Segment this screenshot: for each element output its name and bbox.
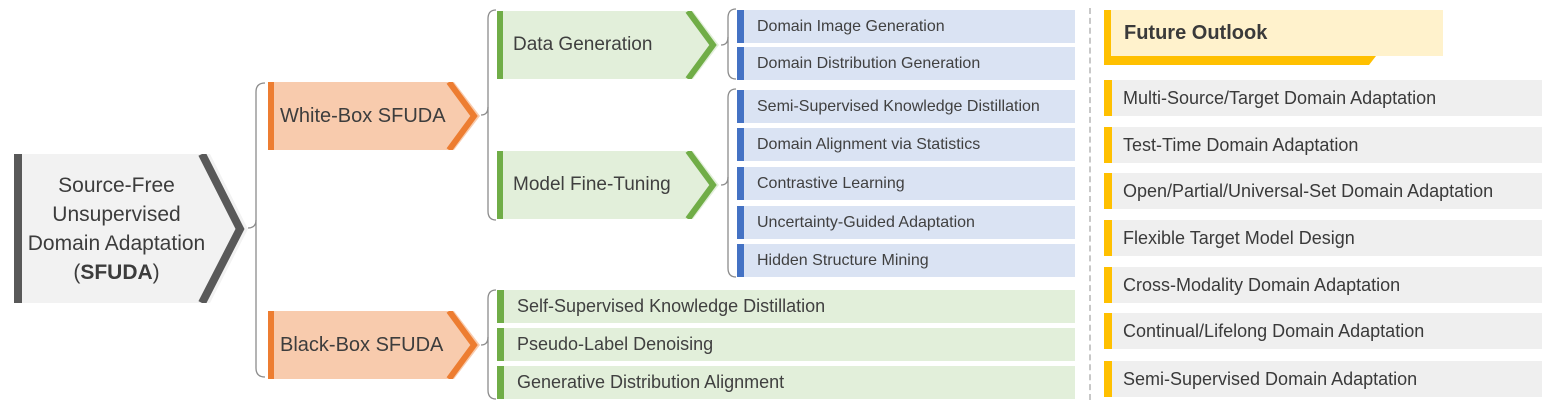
root-node-sfuda: Source-Free Unsupervised Domain Adaptati… xyxy=(14,154,248,303)
leaf-domain-image-generation: Domain Image Generation xyxy=(737,10,1075,43)
leaf-uncertainty-guided-adaptation: Uncertainty-Guided Adaptation xyxy=(737,206,1075,239)
future-outlook-header-underline xyxy=(1104,56,1376,65)
future-outlook-title: Future Outlook xyxy=(1124,21,1268,44)
future-item-multi-source-target: Multi-Source/Target Domain Adaptation xyxy=(1104,80,1542,116)
root-paren-open: ( xyxy=(73,260,81,284)
white-box-sfuda-node: White-Box SFUDA xyxy=(268,82,480,150)
root-line-1: Source-Free xyxy=(58,173,175,197)
future-outlook-header-bg xyxy=(1104,10,1443,56)
leaf-contrastive-learning: Contrastive Learning xyxy=(737,167,1075,200)
data-generation-node: Data Generation xyxy=(497,11,719,79)
future-item-test-time: Test-Time Domain Adaptation xyxy=(1104,127,1542,163)
data-generation-chevron-shape xyxy=(497,11,719,79)
leaf-domain-distribution-generation: Domain Distribution Generation xyxy=(737,47,1075,80)
leaf-pseudo-label-denoising: Pseudo-Label Denoising xyxy=(497,328,1075,361)
white-box-sfuda-label: White-Box SFUDA xyxy=(280,104,446,127)
future-outlook-header-bar xyxy=(1104,10,1111,65)
future-item-semi-supervised: Semi-Supervised Domain Adaptation xyxy=(1104,361,1542,397)
root-acronym: SFUDA xyxy=(80,260,153,284)
leaf-semi-supervised-knowledge-distillation: Semi-Supervised Knowledge Distillation xyxy=(737,90,1075,123)
black-box-sfuda-label: Black-Box SFUDA xyxy=(280,333,444,356)
leaf-self-supervised-knowledge-distillation: Self-Supervised Knowledge Distillation xyxy=(497,290,1075,323)
future-item-continual-lifelong: Continual/Lifelong Domain Adaptation xyxy=(1104,313,1542,349)
model-fine-tuning-node: Model Fine-Tuning xyxy=(497,151,719,219)
root-line-4: (SFUDA) xyxy=(73,258,159,287)
leaf-hidden-structure-mining: Hidden Structure Mining xyxy=(737,244,1075,277)
future-item-flexible-target-model: Flexible Target Model Design xyxy=(1104,220,1542,256)
future-item-open-partial-universal: Open/Partial/Universal-Set Domain Adapta… xyxy=(1104,173,1542,209)
leaf-generative-distribution-alignment: Generative Distribution Alignment xyxy=(497,366,1075,399)
future-outlook-header: Future Outlook xyxy=(1104,10,1443,65)
model-fine-tuning-chevron-shape xyxy=(497,151,719,219)
white-box-chevron-shape xyxy=(268,82,480,150)
black-box-chevron-shape xyxy=(268,311,480,379)
data-generation-label: Data Generation xyxy=(513,34,653,55)
future-item-cross-modality: Cross-Modality Domain Adaptation xyxy=(1104,267,1542,303)
root-paren-close: ) xyxy=(152,260,160,284)
root-line-3: Domain Adaptation xyxy=(27,231,206,255)
leaf-domain-alignment-via-statistics: Domain Alignment via Statistics xyxy=(737,128,1075,161)
model-fine-tuning-label: Model Fine-Tuning xyxy=(513,174,671,195)
root-label: Source-Free Unsupervised Domain Adaptati… xyxy=(24,154,209,303)
black-box-sfuda-node: Black-Box SFUDA xyxy=(268,311,480,379)
root-line-2: Unsupervised xyxy=(52,202,181,226)
dashed-divider xyxy=(1089,8,1091,400)
root-chevron-shape xyxy=(14,154,248,303)
